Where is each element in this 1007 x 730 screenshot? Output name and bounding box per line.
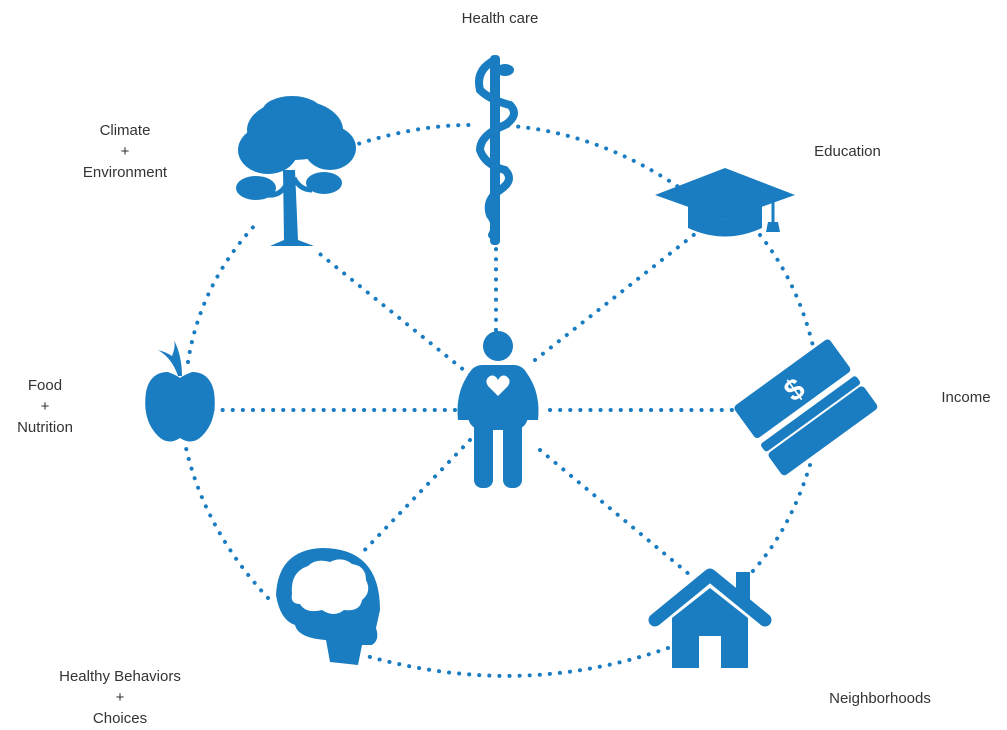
label-line: +	[120, 143, 130, 160]
label-line: Healthy Behaviors	[59, 668, 181, 685]
spoke-climate	[313, 248, 472, 377]
money-stack-icon: $	[734, 339, 878, 476]
label-line: Climate	[99, 122, 151, 139]
ring-segment	[750, 463, 812, 574]
label-line: +	[40, 398, 50, 415]
spoke-behaviors	[358, 438, 472, 557]
label-health-care: Health care	[430, 8, 570, 29]
label-food: Food + Nutrition	[5, 375, 85, 438]
label-income: Income	[925, 387, 1007, 408]
label-climate: Climate + Environment	[55, 120, 195, 183]
ring-segment	[338, 123, 472, 152]
dotted-spokes	[208, 228, 742, 577]
label-line: Environment	[82, 164, 168, 181]
label-line: Food	[27, 377, 63, 394]
label-line: Nutrition	[17, 419, 73, 436]
ring-segment	[496, 123, 692, 197]
ring-segment	[186, 223, 257, 364]
label-neighborhoods: Neighborhoods	[790, 688, 970, 709]
tree-icon	[236, 96, 356, 246]
label-line: Health care	[461, 10, 539, 27]
person-with-heart-icon	[457, 331, 539, 488]
label-line: Education	[814, 143, 881, 160]
spoke-education	[533, 228, 702, 362]
graduation-cap-icon	[655, 168, 795, 237]
label-education: Education	[785, 141, 910, 162]
ring-segment	[361, 646, 670, 678]
head-brain-icon	[276, 548, 380, 665]
house-icon	[648, 568, 772, 668]
label-line: Neighborhoods	[829, 690, 931, 707]
label-line: Choices	[92, 710, 148, 727]
ring-segment	[184, 446, 270, 600]
apple-icon	[145, 340, 215, 442]
spoke-neighborhoods	[538, 448, 692, 577]
caduceus-icon	[475, 55, 518, 245]
label-line: +	[115, 689, 125, 706]
label-behaviors: Healthy Behaviors + Choices	[20, 666, 220, 729]
ring-segment	[758, 233, 817, 357]
outer-dotted-ring	[184, 123, 817, 678]
label-line: Income	[941, 389, 991, 406]
